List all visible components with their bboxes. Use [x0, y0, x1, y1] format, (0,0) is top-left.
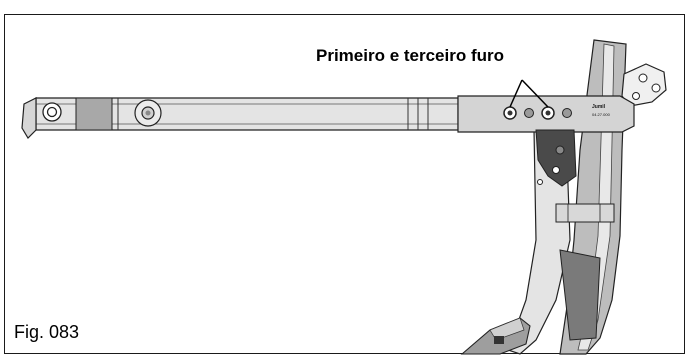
shank: [507, 39, 627, 355]
callout-label: Primeiro e terceiro furo: [316, 46, 505, 65]
svg-text:04.27.000: 04.27.000: [592, 112, 611, 117]
shank-holder-bracket: [535, 129, 577, 187]
adjustment-plate: Jumil 04.27.000: [457, 95, 635, 133]
shank-point: [460, 317, 531, 355]
callout-leader: [509, 79, 549, 108]
mount-bracket: [621, 63, 667, 107]
figure-caption: Fig. 083: [14, 322, 80, 342]
main-arm: [21, 97, 459, 139]
brand-mark: Jumil: [592, 104, 606, 110]
